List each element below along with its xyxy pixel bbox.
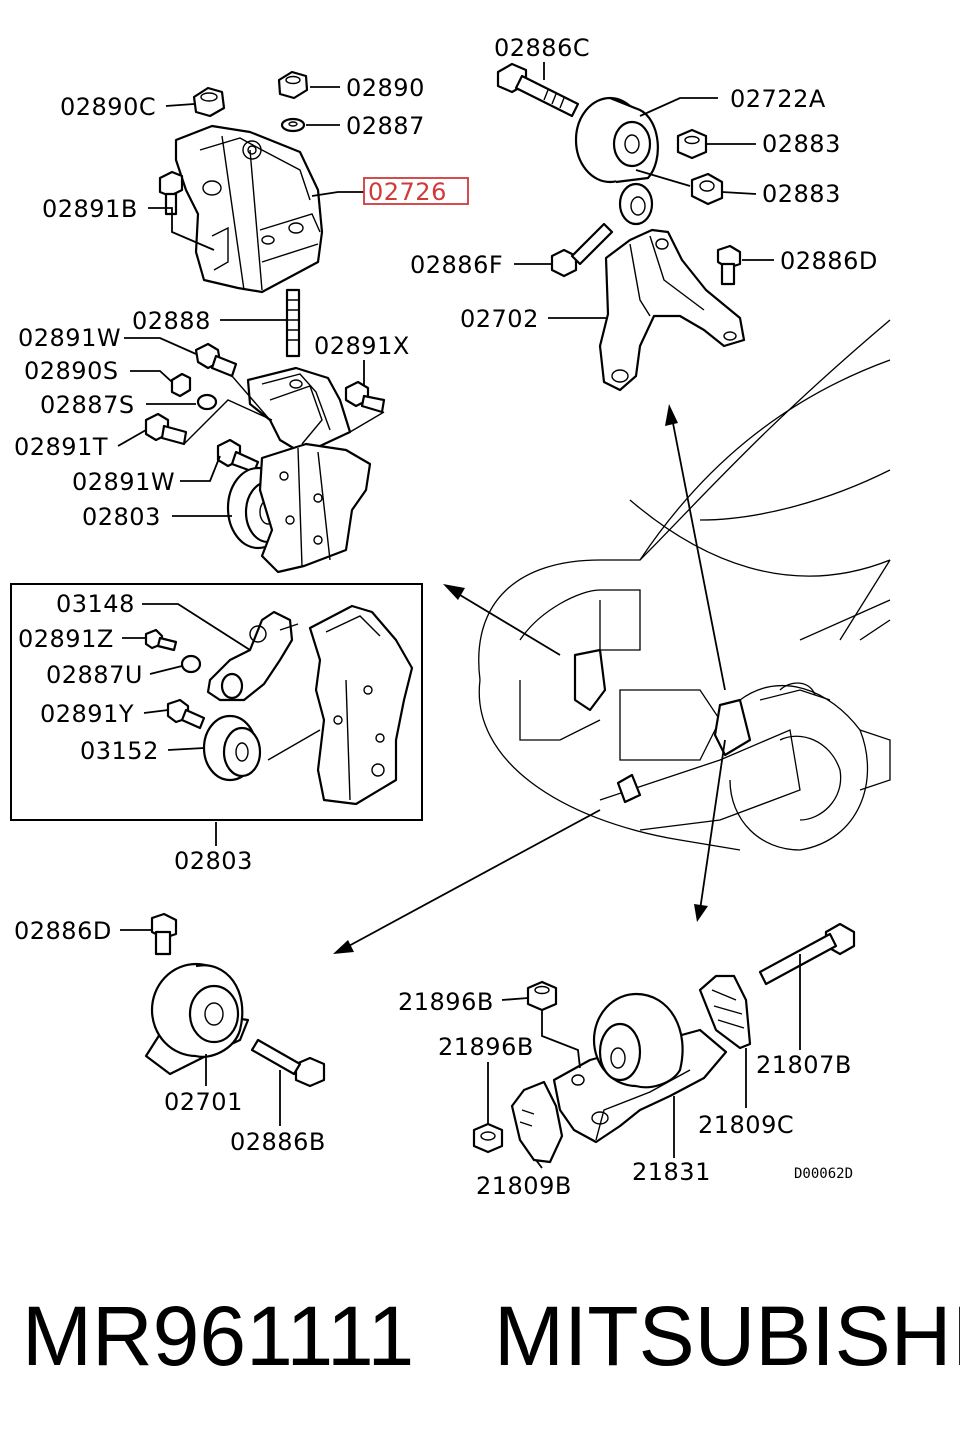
inset-box xyxy=(10,583,423,821)
label-02887U: 02887U xyxy=(46,661,143,689)
label-21809C: 21809C xyxy=(698,1111,794,1139)
label-02887S: 02887S xyxy=(40,391,135,419)
label-02891W-lower: 02891W xyxy=(72,468,175,496)
label-21807B: 21807B xyxy=(756,1051,852,1079)
brand-name: MITSUBISHI xyxy=(494,1289,960,1383)
part-number: MR961111 xyxy=(22,1289,414,1383)
label-02890: 02890 xyxy=(346,74,425,102)
label-02891Y: 02891Y xyxy=(40,700,134,728)
label-02891T: 02891T xyxy=(14,433,108,461)
label-02803-lower: 02803 xyxy=(174,847,253,875)
label-02701: 02701 xyxy=(164,1088,243,1116)
label-21896B-lower: 21896B xyxy=(438,1033,534,1061)
label-02890S: 02890S xyxy=(24,357,119,385)
label-02891B: 02891B xyxy=(42,195,138,223)
vehicle-outline xyxy=(478,319,891,851)
label-02887: 02887 xyxy=(346,112,425,140)
label-02886D-upper: 02886D xyxy=(780,247,878,275)
mount-02701-group xyxy=(144,912,326,1088)
label-02886C: 02886C xyxy=(494,34,590,62)
drawing-code: D00062D xyxy=(794,1166,853,1182)
label-02803-upper: 02803 xyxy=(82,503,161,531)
bracket-02803-group xyxy=(144,342,386,574)
label-21809B: 21809B xyxy=(476,1172,572,1200)
highlight-box xyxy=(363,177,469,205)
label-02886B: 02886B xyxy=(230,1128,326,1156)
label-02883-upper: 02883 xyxy=(762,130,841,158)
part-labels: 02890C 02890 02887 02891B 02726 02888 02… xyxy=(14,34,878,1200)
mount-02726-group xyxy=(158,70,324,358)
label-02891X: 02891X xyxy=(314,332,410,360)
label-02883-lower: 02883 xyxy=(762,180,841,208)
label-02722A: 02722A xyxy=(730,85,826,113)
label-02726: 02726 xyxy=(368,178,447,206)
leader-lines xyxy=(117,62,801,1169)
label-21896B-upper: 21896B xyxy=(398,988,494,1016)
label-02891W-upper: 02891W xyxy=(18,324,121,352)
label-02891Z: 02891Z xyxy=(18,625,114,653)
label-21831: 21831 xyxy=(632,1158,711,1186)
label-02886F: 02886F xyxy=(410,251,503,279)
label-02886D-lower: 02886D xyxy=(14,917,112,945)
label-03152: 03152 xyxy=(80,737,159,765)
mount-02722A-group xyxy=(496,62,746,392)
mount-21831-group xyxy=(472,922,856,1164)
label-03148: 03148 xyxy=(56,590,135,618)
label-02890C: 02890C xyxy=(60,93,156,121)
arrows xyxy=(333,404,726,954)
label-02702: 02702 xyxy=(460,305,539,333)
label-02888: 02888 xyxy=(132,307,211,335)
